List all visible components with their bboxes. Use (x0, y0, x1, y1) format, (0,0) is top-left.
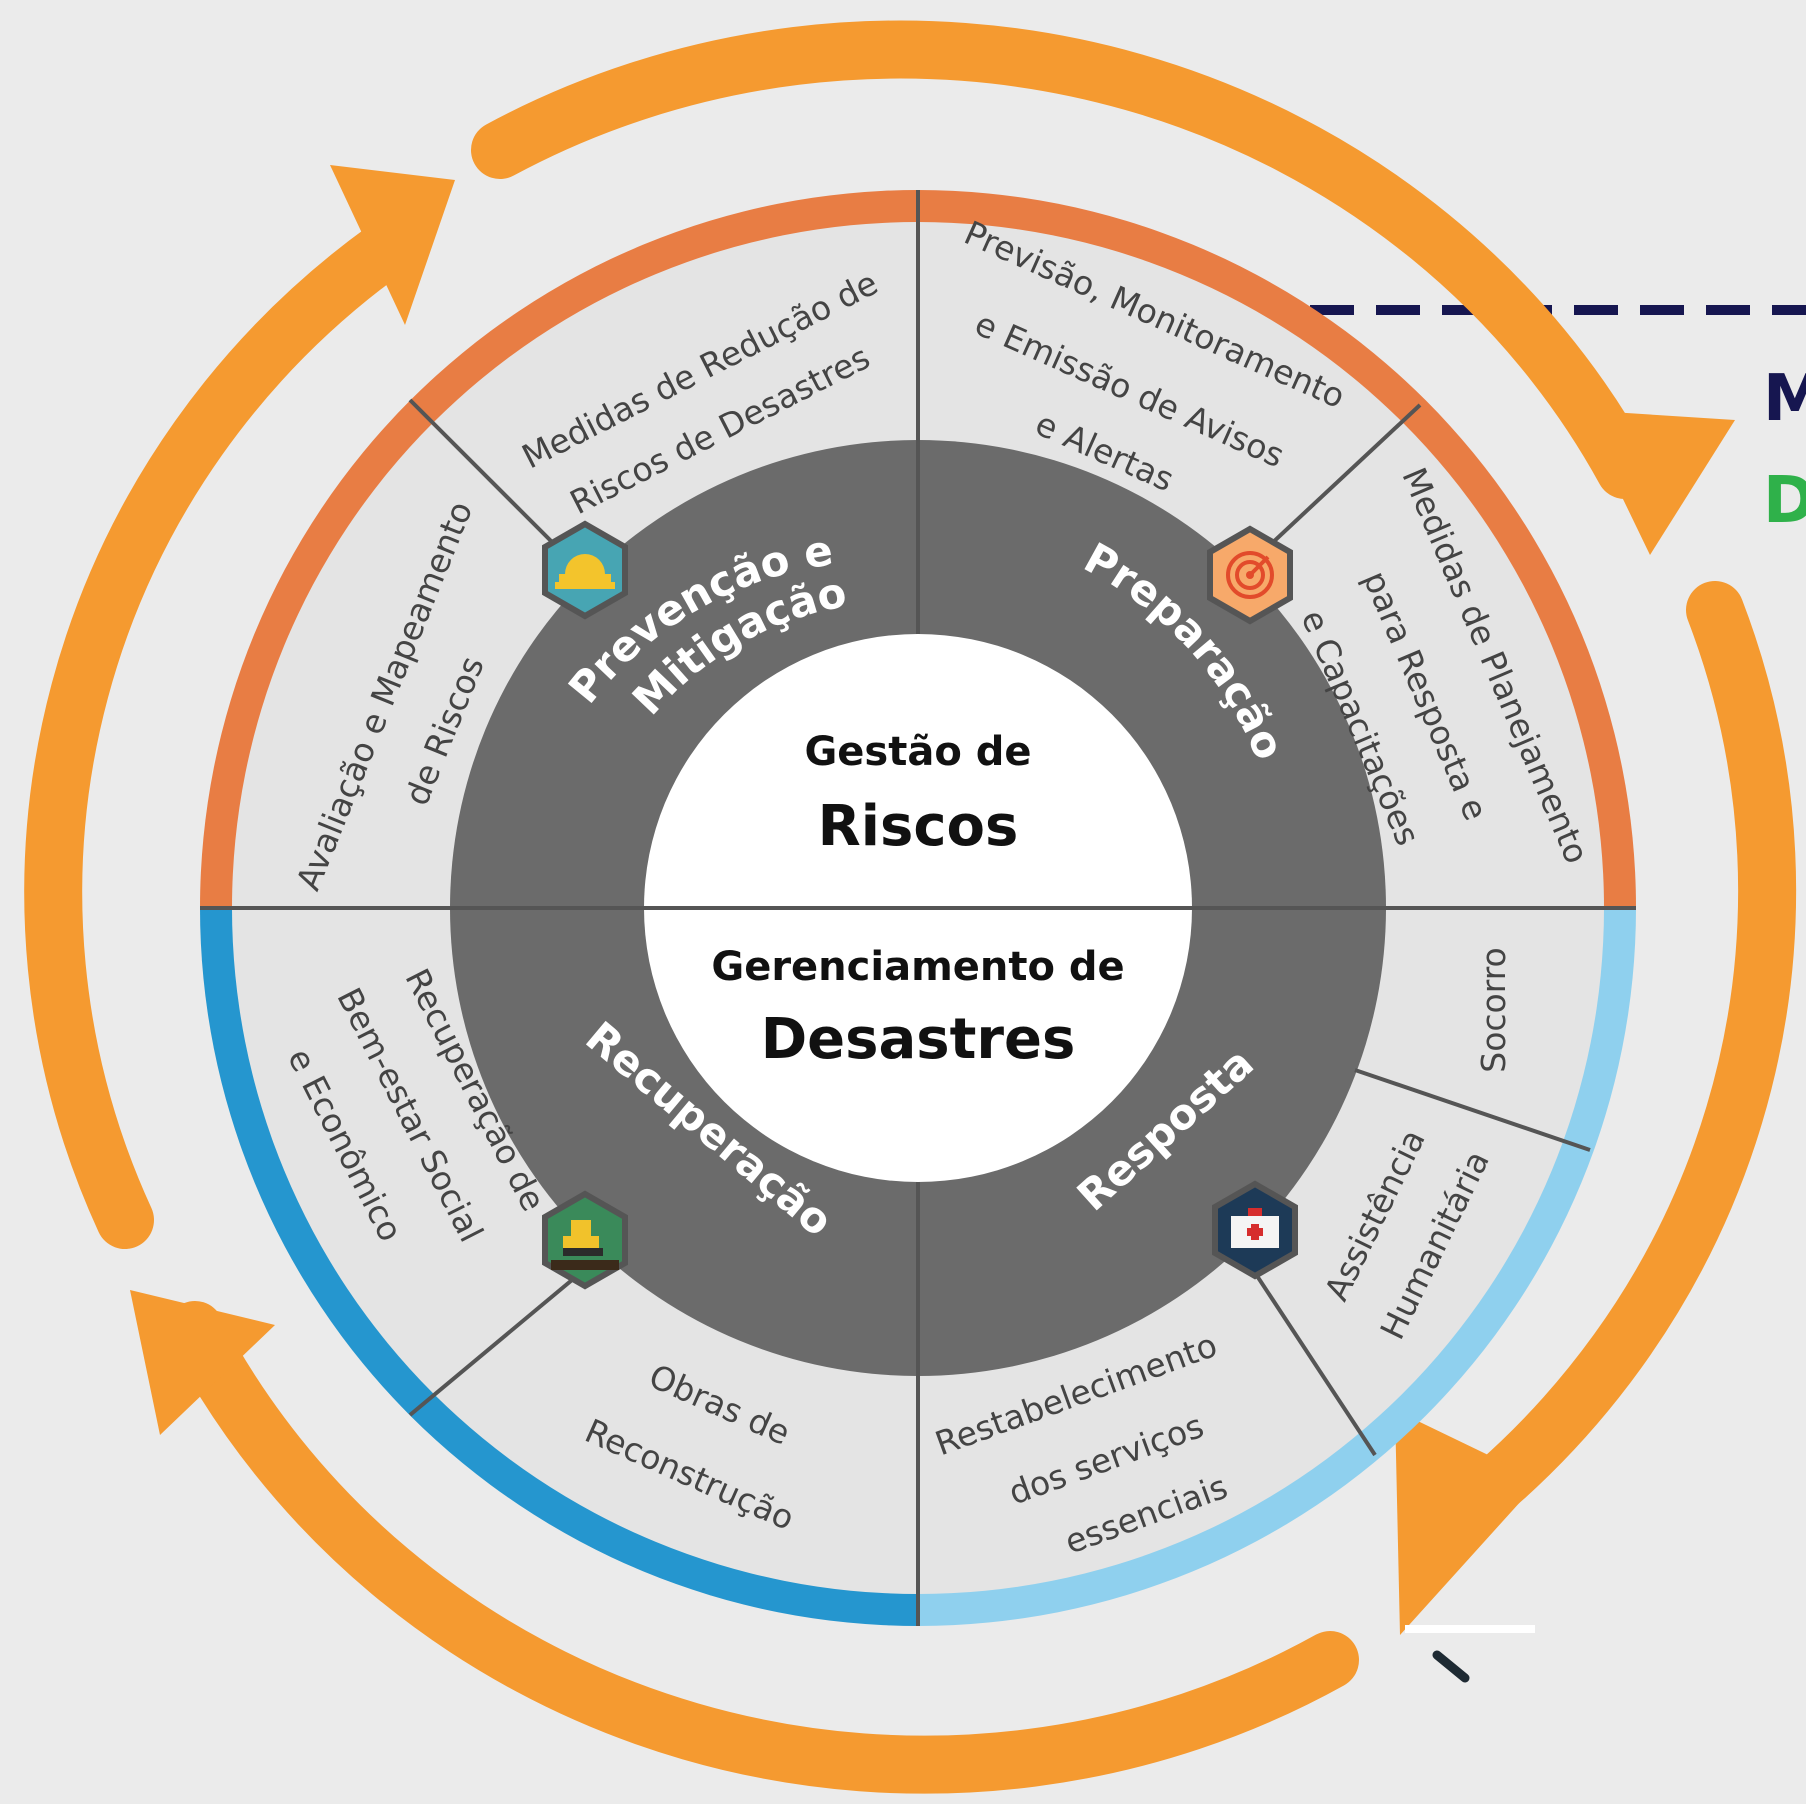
divider-bottom-right (1238, 1248, 1377, 1457)
arrowhead-bottom-right (1395, 1410, 1540, 1635)
dark-mark (1432, 1650, 1470, 1683)
center-top-small-text: Gestão de (804, 729, 1031, 775)
cycle-arrowheads (130, 165, 1735, 1635)
center-bottom-small-text: Gerenciamento de (711, 944, 1124, 990)
divider-top-right (1268, 403, 1422, 547)
center-top-big-text: Riscos (818, 794, 1019, 859)
segment-text-socorro: Socorro (1474, 947, 1513, 1073)
side-letter-d: D (1763, 464, 1806, 538)
cycle-arrow-top (471, 20, 1654, 499)
radar-icon (1207, 525, 1293, 625)
arrowhead-bottom-left (130, 1290, 275, 1435)
first-aid-kit-icon (1212, 1180, 1298, 1280)
white-mark (1405, 1625, 1535, 1633)
divider-right-lower (1354, 1068, 1591, 1152)
segment-socorro: Socorro (1474, 947, 1513, 1073)
bulldozer-icon (542, 1190, 628, 1290)
arrowhead-top-left (330, 165, 455, 325)
cycle-arrow-right (1411, 581, 1797, 1559)
cycle-arrow-bottom (166, 1301, 1359, 1794)
center-bottom-big-text: Desastres (761, 1007, 1076, 1072)
arrowhead-top-right (1580, 410, 1735, 555)
divider-bottom-left (408, 1263, 592, 1417)
hard-hat-icon (542, 520, 628, 620)
cycle-arrow-left (24, 221, 414, 1249)
cycle-arrows (24, 20, 1797, 1794)
side-letter-m: M (1763, 362, 1806, 436)
